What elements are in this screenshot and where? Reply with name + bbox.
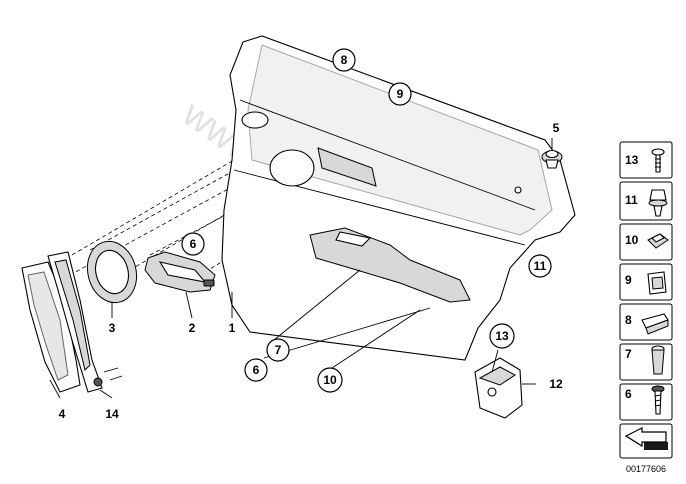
clip-nut-icon	[647, 233, 669, 249]
door-trim-panel	[221, 35, 576, 361]
callout-14: 14	[105, 407, 119, 421]
leader-lines	[49, 138, 553, 399]
callout-1: 1	[229, 321, 236, 335]
callout-4: 4	[59, 407, 66, 421]
bracket-part-12	[474, 357, 523, 419]
callout-12: 12	[549, 377, 563, 391]
legend-item-11: 11	[619, 181, 673, 221]
spring-clip-icon	[647, 271, 667, 295]
legend-number: 6	[625, 387, 632, 401]
inner-door-handle-part-2	[144, 251, 216, 293]
callout-6-upper: 6	[190, 237, 197, 251]
callout-10: 10	[323, 373, 337, 387]
legend-number: 11	[625, 193, 638, 207]
legend-item-10: 10	[619, 223, 673, 261]
callout-5: 5	[553, 121, 560, 135]
callout-6-lower: 6	[253, 363, 260, 377]
callout-9: 9	[397, 87, 404, 101]
legend-item-9: 9	[619, 263, 673, 301]
expanding-clip-icon	[648, 189, 668, 217]
legend-number: 8	[625, 313, 632, 327]
callout-13: 13	[495, 329, 509, 343]
retainer-clip-icon	[641, 313, 669, 335]
speaker-cover-part-3	[86, 240, 138, 304]
legend-item-13: 13	[619, 141, 673, 179]
legend-column: 13 11 10	[619, 141, 673, 459]
handle-bracket-part-14	[47, 251, 123, 393]
callouts: 8 9 5 6 11 3 2 1 7 6 10 13 12 4 14	[59, 48, 563, 421]
legend-number: 13	[625, 153, 639, 167]
legend-item-arrow	[619, 423, 673, 459]
legend-number: 7	[625, 347, 632, 361]
legend-item-6: 6	[619, 383, 673, 421]
plastic-expanding-rivet-icon	[651, 345, 665, 375]
arrow-icon	[624, 427, 668, 450]
screw-icon	[651, 385, 665, 415]
callout-3: 3	[109, 321, 116, 335]
legend-number: 9	[625, 273, 632, 287]
callout-11: 11	[534, 259, 547, 273]
callout-2: 2	[189, 321, 196, 335]
callout-7: 7	[275, 343, 282, 357]
legend-item-8: 8	[619, 303, 673, 341]
rivet-nut-part-5	[541, 149, 563, 169]
legend-number: 10	[625, 233, 639, 247]
push-rivet-icon	[651, 148, 665, 173]
diagram-reference: 00177606	[626, 464, 666, 474]
callout-8: 8	[341, 53, 348, 67]
legend-item-7: 7	[619, 343, 673, 381]
